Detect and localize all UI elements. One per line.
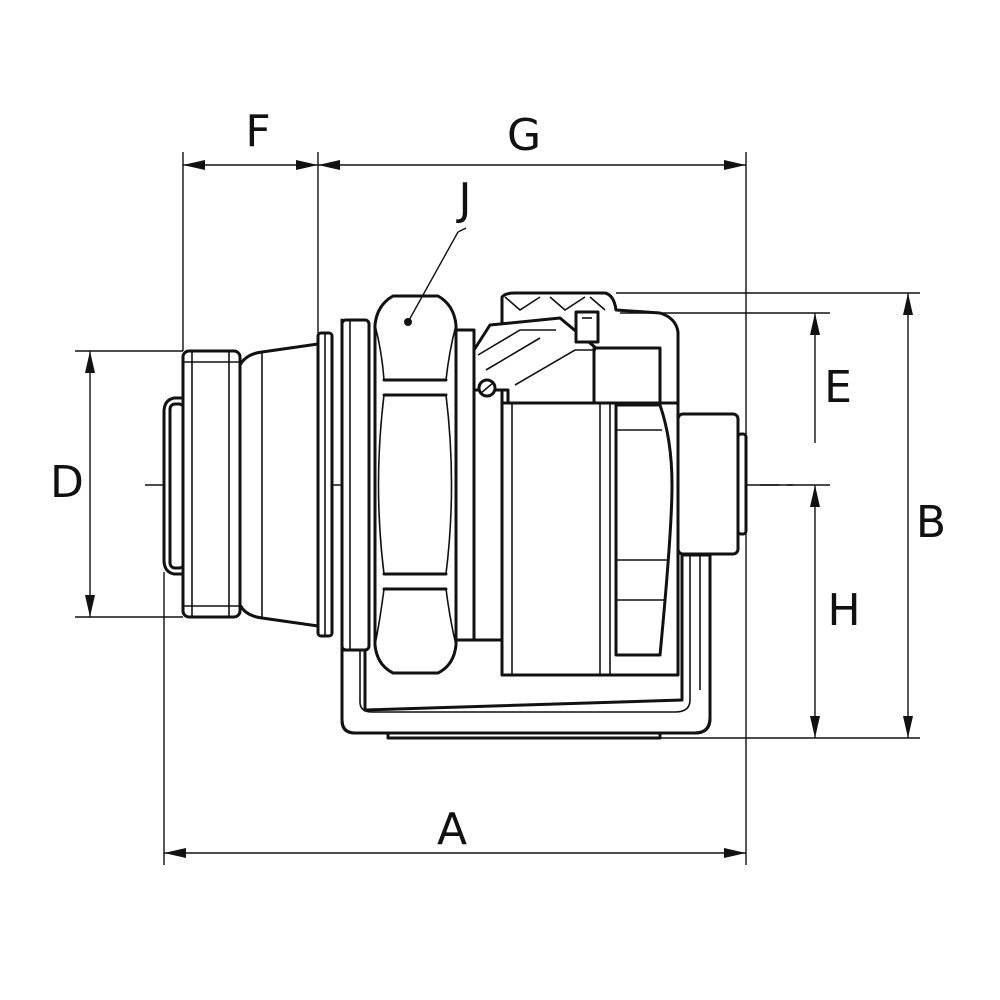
label-b: B — [916, 497, 946, 548]
label-g: G — [507, 110, 541, 161]
grip-cap — [472, 291, 680, 407]
arrowheads — [85, 160, 913, 858]
label-d: D — [50, 457, 84, 508]
right-outlet — [676, 412, 748, 690]
end-nipple — [162, 396, 186, 576]
label-f: F — [245, 106, 270, 157]
label-h: H — [827, 585, 860, 636]
label-a: A — [437, 804, 467, 855]
label-j: J — [456, 174, 472, 225]
label-e: E — [824, 362, 852, 413]
spacer — [454, 328, 504, 642]
hex-nut — [373, 294, 458, 675]
end-nut — [181, 349, 242, 619]
barrel — [500, 401, 680, 677]
washer — [316, 331, 334, 638]
dimension-lines — [75, 152, 920, 865]
tapered-body — [238, 342, 320, 628]
